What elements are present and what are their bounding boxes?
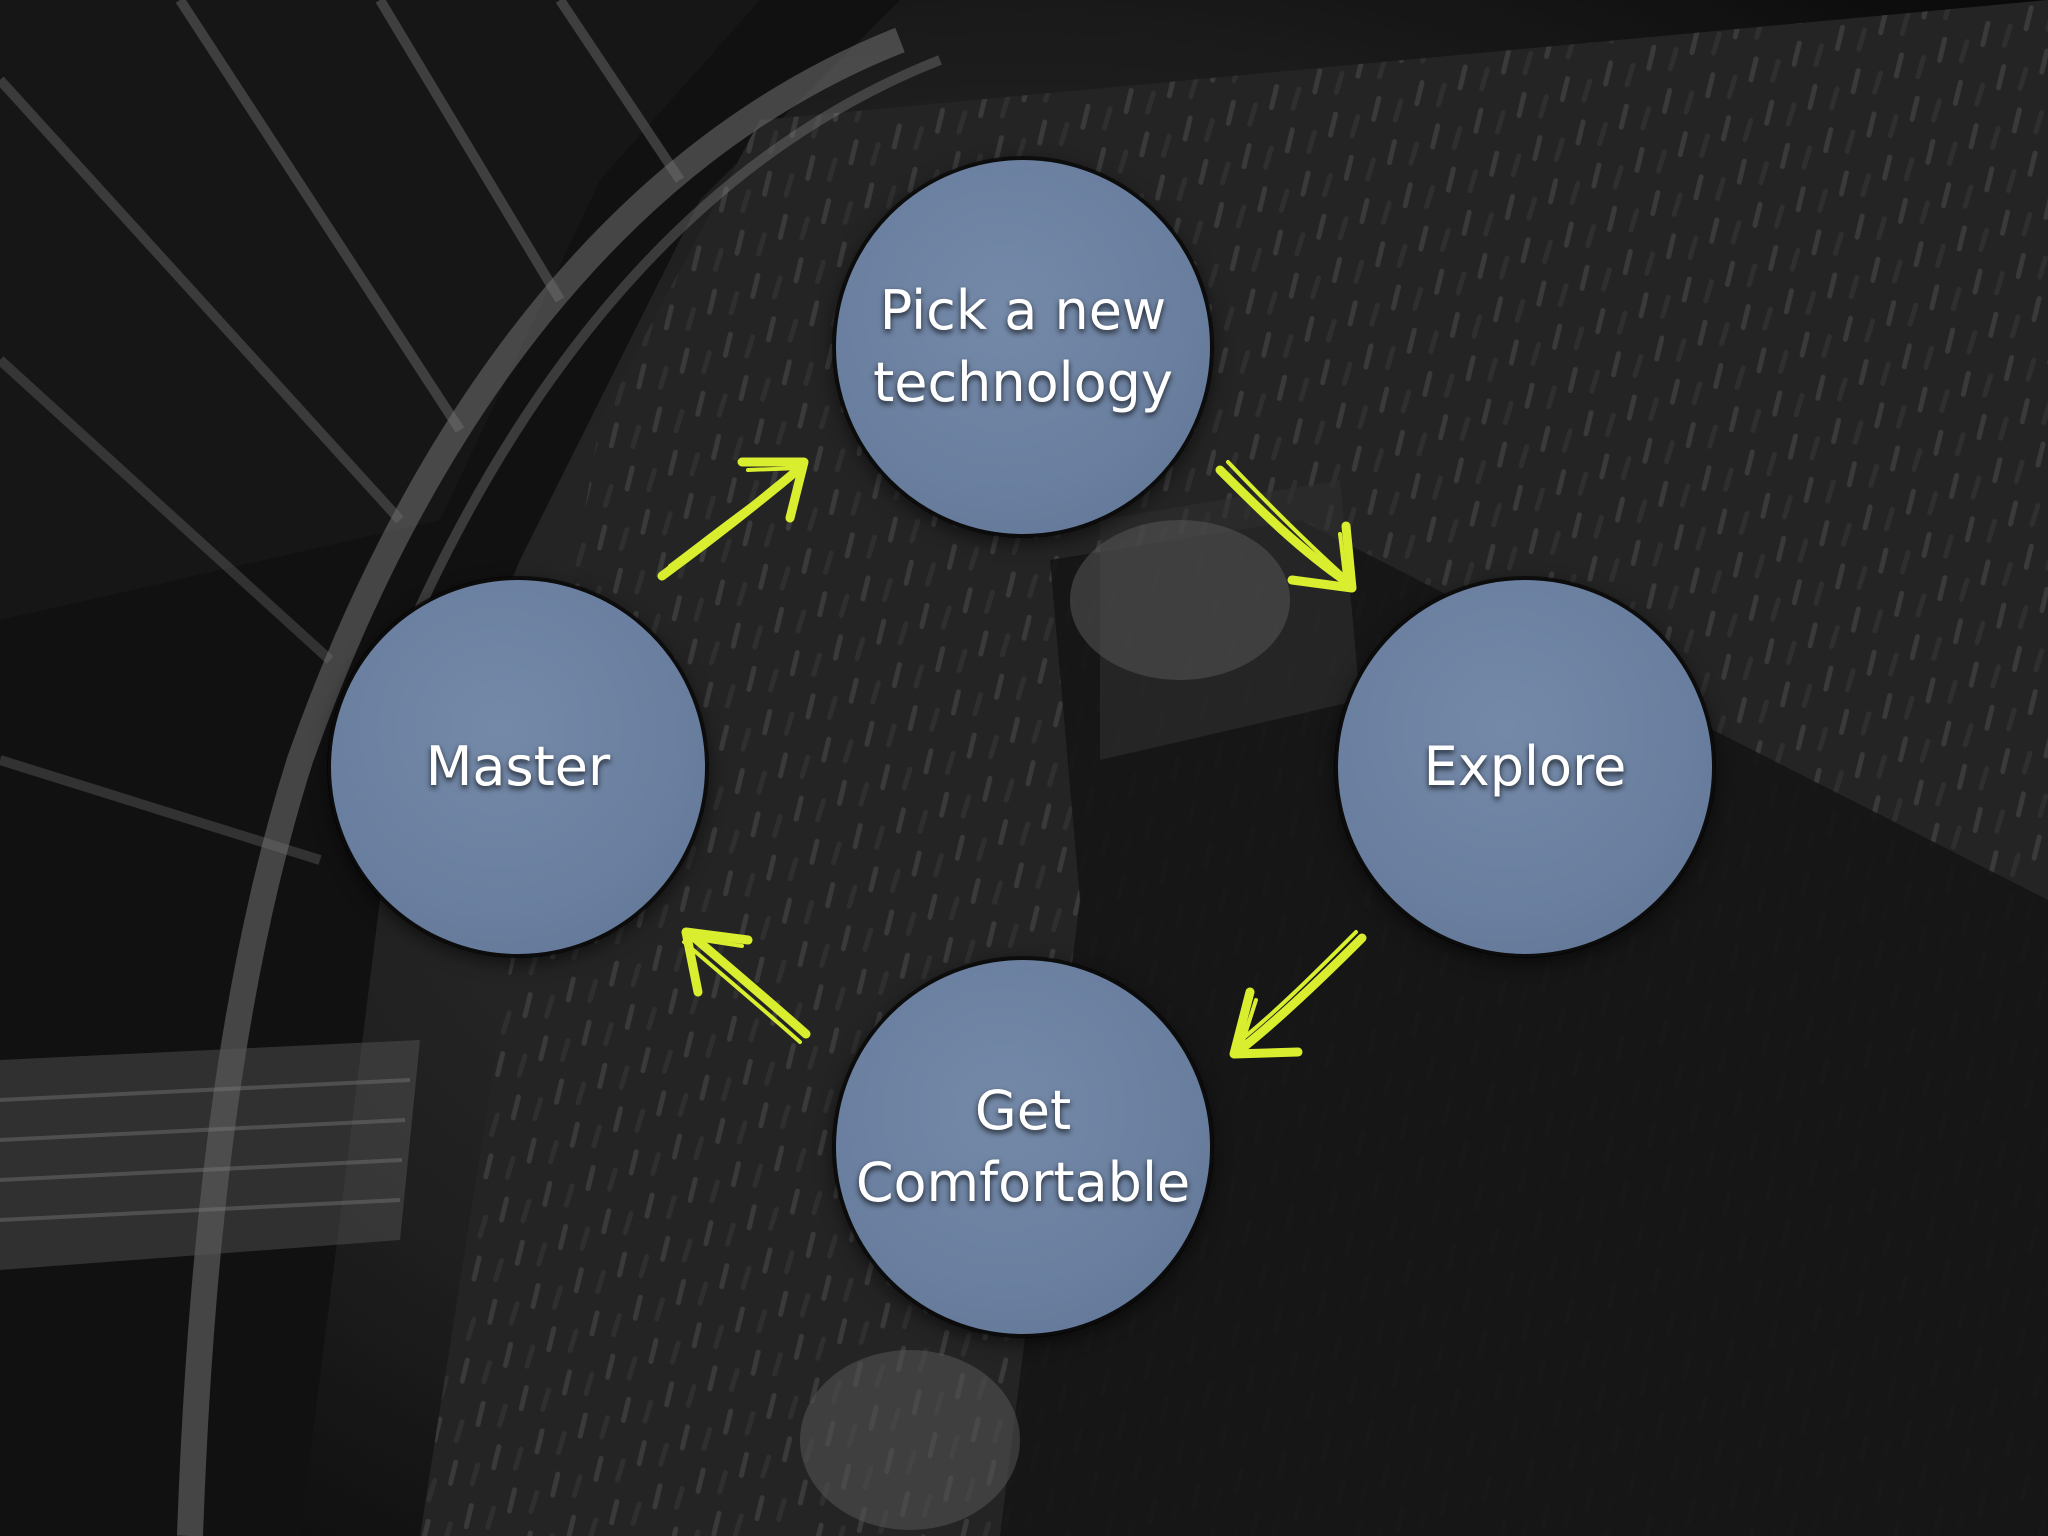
node-get-comfortable: Get Comfortable [833, 957, 1213, 1337]
node-label: Get Comfortable [855, 1079, 1191, 1214]
node-label: Explore [1423, 735, 1627, 798]
node-master: Master [328, 577, 708, 957]
node-label: Pick a new technology [873, 279, 1173, 414]
node-explore: Explore [1335, 577, 1715, 957]
node-pick-new-technology: Pick a new technology [833, 157, 1213, 537]
node-label: Master [425, 735, 611, 798]
